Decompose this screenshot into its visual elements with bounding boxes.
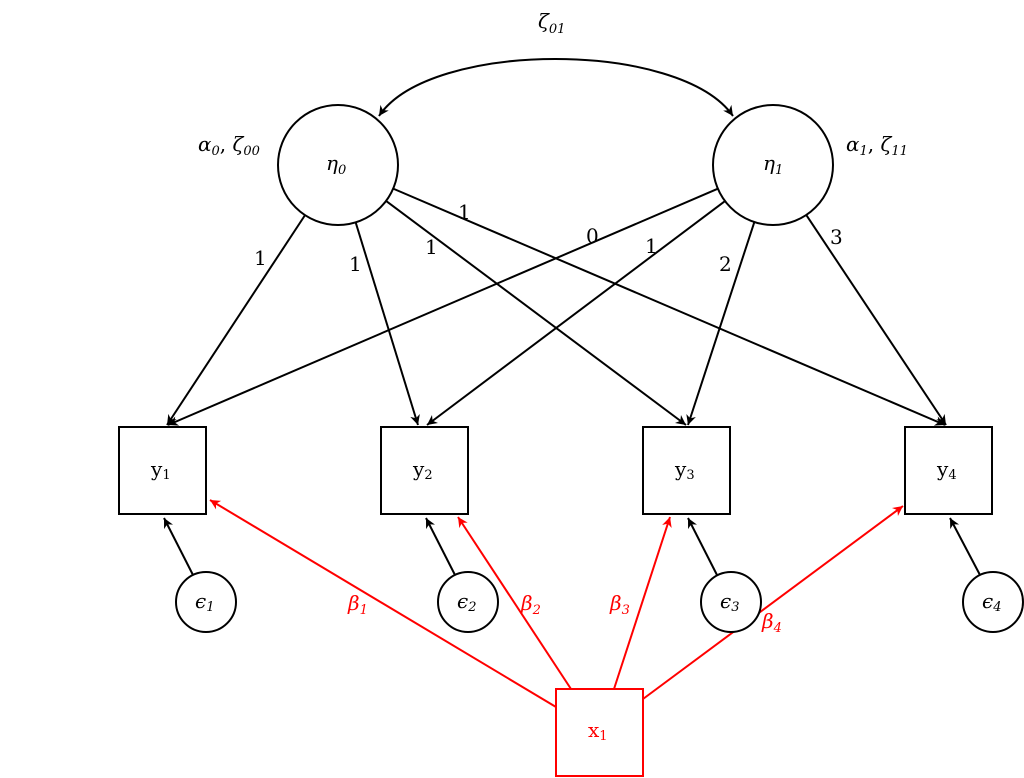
covariate-label-y1: β1 — [347, 591, 368, 618]
error-e3: ϵ3 — [700, 571, 762, 633]
error-edge-e3 — [687, 517, 718, 576]
loading-edge-eta1-y4 — [805, 214, 947, 426]
latent-factor-eta0: η0 α0, ζ00 — [198, 104, 399, 226]
error-circle — [175, 571, 237, 633]
error-circle — [437, 571, 499, 633]
error-edge-e4 — [949, 517, 981, 576]
observed-label: y2 — [412, 457, 433, 483]
loading-label-eta0-y1: 1 — [254, 246, 267, 270]
latent-params: α1, ζ11 — [846, 132, 908, 159]
loading-edge-eta0-y3 — [385, 200, 687, 426]
loading-label-eta1-y1: 0 — [586, 224, 599, 248]
loadings-layer — [166, 187, 947, 426]
loading-edge-eta1-y3 — [686, 221, 756, 426]
loading-label-eta0-y3: 1 — [425, 235, 438, 259]
covariate-edges-layer — [209, 499, 904, 708]
observed-y3: y3 — [642, 426, 731, 515]
error-circle — [700, 571, 762, 633]
error-label: ϵ2 — [457, 589, 476, 615]
covariate-edge-y4 — [642, 505, 904, 700]
loading-edge-eta0-y2 — [354, 222, 420, 426]
observed-label: y1 — [150, 457, 171, 483]
covariate-labels-layer: β1 β2 β3 β4 — [347, 591, 782, 636]
error-circle — [962, 571, 1024, 633]
loading-edge-eta1-y1 — [167, 187, 719, 426]
error-label: ϵ4 — [982, 589, 1001, 615]
loading-label-eta0-y4: 1 — [458, 200, 471, 224]
observed-box — [642, 426, 731, 515]
covariate-edge-y3 — [613, 516, 672, 690]
error-e1: ϵ1 — [175, 571, 237, 633]
observed-box — [904, 426, 993, 515]
covariate-edge-y1 — [209, 499, 557, 708]
error-edge-e1 — [163, 517, 194, 576]
latent-params: α0, ζ00 — [198, 132, 260, 159]
covariance-label: ζ01 — [538, 9, 565, 37]
covariate-edge-y2 — [457, 516, 572, 690]
observed-label: y3 — [674, 457, 695, 483]
latent-circle — [277, 104, 399, 226]
observed-box — [380, 426, 469, 515]
loading-edge-eta0-y4 — [392, 187, 946, 426]
latent-factor-eta1: η1 α1, ζ11 — [712, 104, 908, 226]
covariate-label-y2: β2 — [520, 591, 541, 618]
loading-edge-eta0-y1 — [166, 214, 306, 426]
covariate-label-y3: β3 — [609, 591, 630, 618]
latent-label: η0 — [326, 151, 346, 178]
latent-circle — [712, 104, 834, 226]
error-label: ϵ1 — [195, 589, 214, 615]
covariance-arc — [378, 58, 734, 117]
loading-label-eta1-y3: 2 — [719, 252, 732, 276]
observed-y4: y4 — [904, 426, 993, 515]
error-e4: ϵ4 — [962, 571, 1024, 633]
observed-y1: y1 — [118, 426, 207, 515]
observed-label: y4 — [936, 457, 957, 483]
loading-label-eta1-y2: 1 — [645, 234, 658, 258]
error-label: ϵ3 — [720, 589, 739, 615]
error-edges-layer — [163, 517, 981, 576]
covariate-box — [555, 688, 644, 777]
observed-box — [118, 426, 207, 515]
covariate-x1: x1 — [555, 688, 644, 777]
error-e2: ϵ2 — [437, 571, 499, 633]
loading-label-eta1-y4: 3 — [830, 225, 843, 249]
covariate-label-y4: β4 — [761, 609, 782, 636]
loading-label-eta0-y2: 1 — [349, 252, 362, 276]
latent-label: η1 — [763, 151, 783, 178]
covariate-label: x1 — [588, 718, 608, 744]
loading-edge-eta1-y2 — [426, 200, 726, 426]
error-edge-e2 — [425, 517, 456, 576]
observed-y2: y2 — [380, 426, 469, 515]
